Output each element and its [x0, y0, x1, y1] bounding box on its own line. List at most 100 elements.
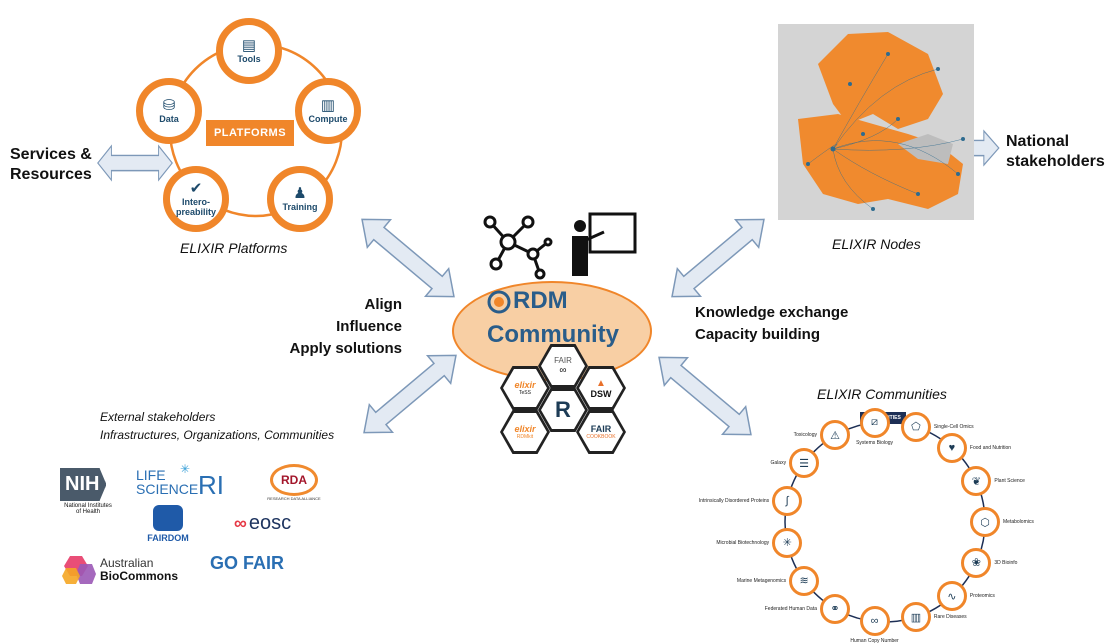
community-icon: ⚠ — [830, 429, 840, 442]
community-node[interactable]: ☰ — [789, 448, 820, 479]
community-node[interactable]: ▥ — [900, 602, 931, 633]
fairdom-handshake-icon — [153, 505, 183, 531]
community-label: Microbial Biotechnology — [716, 539, 770, 546]
lsri-science: SCIENCE — [136, 481, 199, 497]
align-text-block: Align Influence Apply solutions — [272, 294, 403, 360]
community-node[interactable]: ⚭ — [820, 593, 850, 624]
platform-training-label: Training — [282, 202, 318, 212]
platform-compute-label: Compute — [308, 114, 348, 124]
sparkle-icon: ✳ — [180, 462, 191, 476]
knowledge-exchange-text: Knowledge exchange — [695, 304, 849, 321]
community-label: Marine Metagenomics — [736, 577, 787, 584]
fairdom-label: FAIRDOM — [147, 533, 189, 543]
community-label: Proteomics — [969, 593, 995, 600]
community-icon: ∿ — [947, 590, 957, 603]
biocommons-line2: BioCommons — [100, 569, 178, 583]
hex-r-label: R — [555, 397, 571, 422]
nih-subtitle: National Institutes of Health — [64, 503, 112, 515]
platform-compute[interactable]: ▥ Compute — [295, 78, 361, 144]
community-node[interactable]: ✳ — [772, 527, 803, 558]
hex-cookbook-label: FAIR — [590, 424, 612, 434]
communities-ring: ⧄ Systems Biology ⬠ Single-Cell Omics ♥ Food … — [699, 407, 1034, 644]
community-label: Human Copy Number — [850, 638, 899, 644]
gofair-logo[interactable]: GO FAIR — [210, 553, 285, 573]
platform-interoperability-label: Intero- preability — [175, 197, 216, 217]
communities-arrow — [646, 342, 764, 450]
community-label: Metabolomics — [1003, 519, 1034, 525]
nodes-arrow — [659, 204, 777, 312]
community-node[interactable]: ∫ — [772, 486, 803, 517]
community-node[interactable]: ⧄ — [859, 407, 890, 438]
external-caption-line2: Infrastructures, Organizations, Communit… — [100, 428, 335, 442]
training-icon: ♟ — [293, 185, 307, 202]
community-node[interactable]: ❦ — [961, 466, 992, 497]
community-icon: ⬠ — [911, 421, 921, 434]
rda-mark: RDA — [270, 464, 318, 496]
platform-tools-label: Tools — [237, 54, 261, 64]
nodes-caption: ELIXIR Nodes — [832, 236, 921, 252]
rda-logo[interactable]: RDA RESEARCH DATA ALLIANCE — [258, 464, 330, 501]
lsri-ri: RI — [198, 470, 224, 500]
hex-fair-label: FAIR — [554, 356, 572, 365]
network-icon — [483, 215, 553, 280]
community-label: Federated Human Data — [764, 605, 817, 612]
community-node[interactable]: ∞ — [859, 606, 890, 637]
community-icon: ⧄ — [871, 416, 879, 429]
biocommons-hex-icon — [62, 556, 96, 584]
community-icon: ☰ — [799, 457, 810, 470]
community-node[interactable]: ⬠ — [900, 411, 931, 442]
community-node[interactable]: ∿ — [936, 581, 967, 612]
platform-training[interactable]: ♟ Training — [267, 166, 333, 232]
database-icon: ⛁ — [162, 97, 176, 114]
hex-tess-sub: TeSS — [519, 390, 531, 396]
community-icon: ⚭ — [830, 603, 840, 616]
eosc-logo[interactable]: ∞ eosc — [234, 512, 291, 535]
nih-mark: NIH — [60, 468, 107, 501]
community-node[interactable]: ⚠ — [820, 420, 850, 451]
community-icon: ∫ — [785, 495, 789, 508]
lifescience-ri-logo[interactable]: LIFE SCIENCE RI ✳ — [136, 462, 224, 500]
community-node[interactable]: ≋ — [789, 565, 820, 596]
external-caption-line1: External stakeholders — [100, 410, 216, 424]
community-icon: ❀ — [971, 557, 981, 570]
community-icon: ♥ — [948, 441, 956, 454]
platforms-diagram: PLATFORMS ▤ Tools ▥ Compute ♟ Training ✔… — [136, 18, 368, 232]
capacity-building-text: Capacity building — [695, 326, 821, 343]
apply-solutions-text: Apply solutions — [289, 340, 403, 357]
platforms-center-label: PLATFORMS — [206, 120, 294, 146]
services-resources-label: Services & Resources — [10, 146, 92, 183]
rda-subtitle: RESEARCH DATA ALLIANCE — [267, 496, 321, 501]
fairdom-logo[interactable]: FAIRDOM — [140, 505, 196, 543]
hex-tess-label: elixir — [514, 380, 536, 390]
community-node[interactable]: ❀ — [961, 547, 992, 578]
platform-tools[interactable]: ▤ Tools — [216, 18, 282, 84]
platform-data[interactable]: ⛁ Data — [136, 78, 202, 144]
community-label: Food and Nutrition — [969, 444, 1012, 451]
nih-logo[interactable]: NIH National Institutes of Health — [60, 468, 130, 515]
rdm-title: RDM — [513, 287, 568, 314]
communities-caption: ELIXIR Communities — [817, 386, 947, 402]
computer-icon: ▥ — [320, 97, 336, 114]
community-icon: ∞ — [870, 615, 879, 628]
community-title: Community — [487, 321, 619, 348]
community-node[interactable]: ♥ — [936, 432, 967, 463]
hex-rdmkit-sub: RDMkit — [516, 434, 534, 440]
rdm-logo-icon — [487, 290, 511, 314]
community-label: Plant Science — [994, 478, 1025, 485]
community-icon: ▥ — [910, 611, 922, 624]
community-icon: ❦ — [971, 475, 981, 488]
checkmark-icon: ✔ — [189, 180, 203, 197]
community-node[interactable]: ⬡ — [970, 507, 1000, 537]
platform-interoperability[interactable]: ✔ Intero- preability — [163, 166, 229, 232]
community-label: 3D Bioinfo — [994, 559, 1018, 566]
community-label: Single-Cell Omics — [933, 423, 974, 430]
community-icon: ✳ — [782, 537, 792, 550]
hex-dsw-label: DSW — [590, 388, 612, 399]
eosc-label: eosc — [248, 512, 292, 534]
community-label: Rare Diseases — [933, 614, 967, 621]
external-caption: External stakeholders Infrastructures, O… — [100, 408, 334, 444]
community-label: Systems Biology — [856, 439, 894, 446]
hex-rdmkit-label: elixir — [514, 424, 536, 434]
platform-data-label: Data — [159, 114, 179, 124]
biocommons-logo[interactable]: Australian BioCommons — [62, 554, 178, 586]
